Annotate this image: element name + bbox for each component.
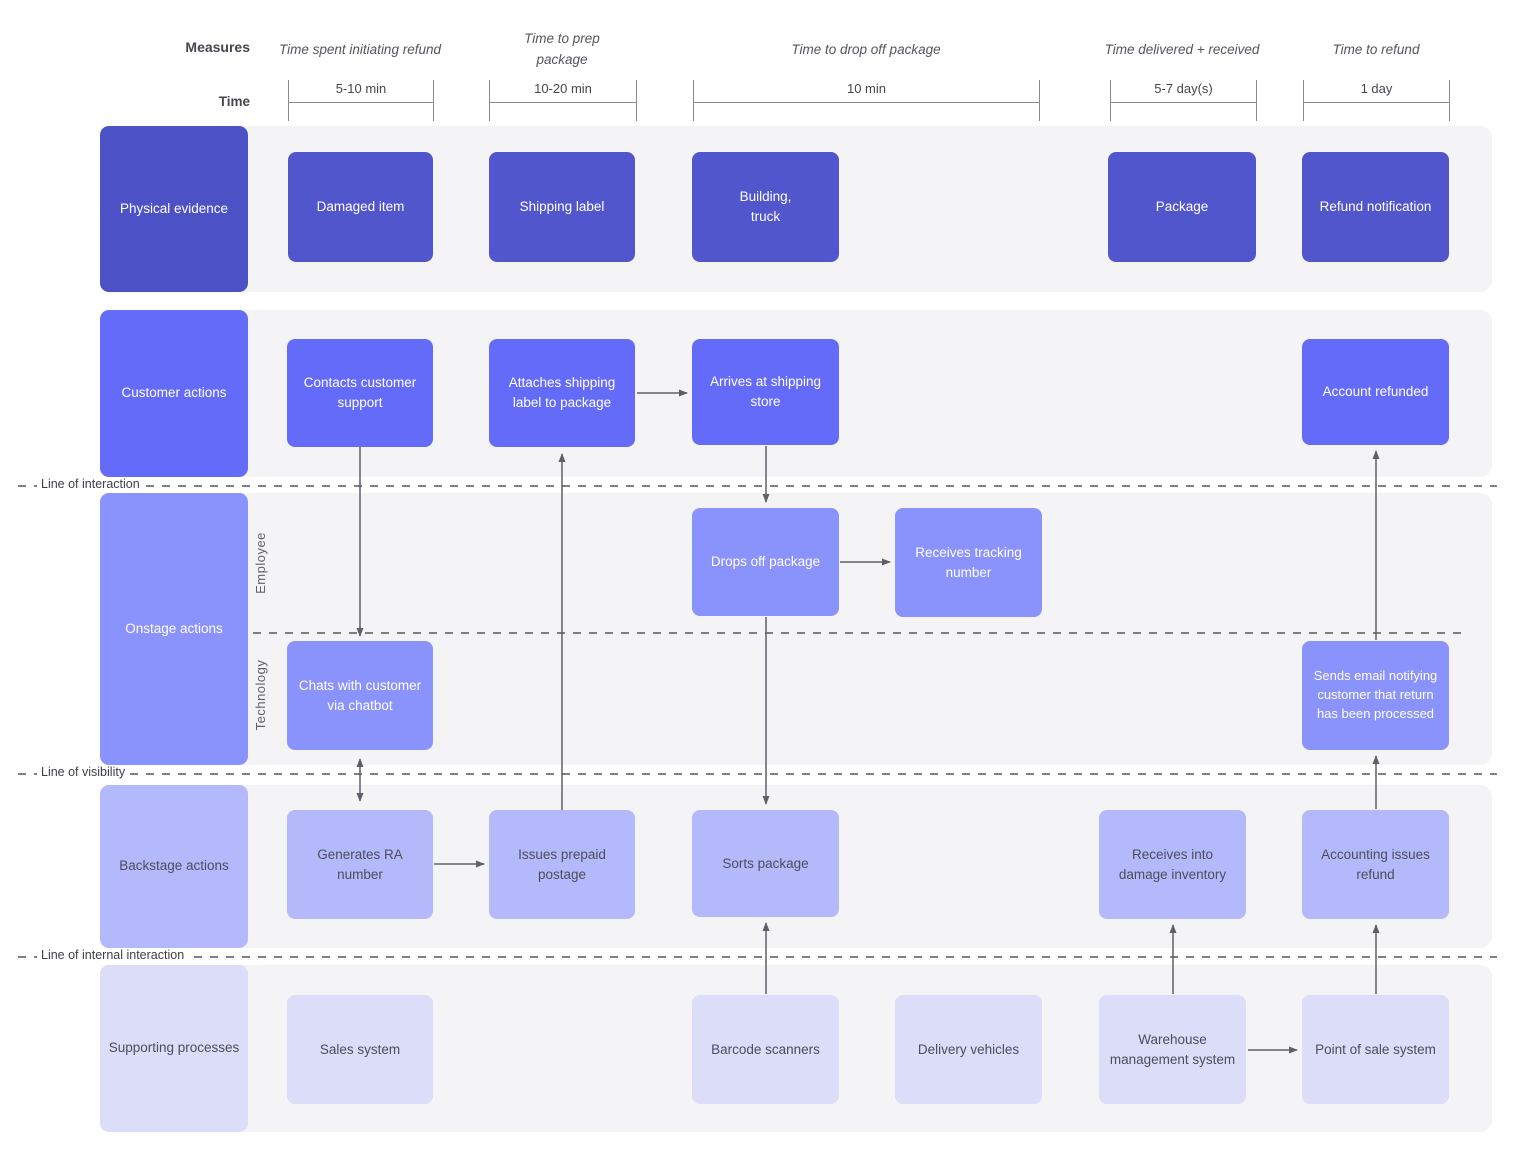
node-sends-email-return-processed[interactable]: Sends email notifying customer that retu… (1302, 641, 1449, 750)
node-accounting-issues-refund[interactable]: Accounting issues refund (1302, 810, 1449, 919)
time-label: Time (218, 94, 250, 109)
time-value-4: 5-7 day(s) (1154, 81, 1213, 96)
bracket-line (289, 102, 433, 103)
employee-technology-divider (253, 632, 1465, 634)
node-sorts-package[interactable]: Sorts package (692, 810, 839, 917)
column-title-time-to-refund: Time to refund (1332, 42, 1420, 57)
node-delivery-vehicles[interactable]: Delivery vehicles (895, 995, 1042, 1104)
lane-label-onstage-actions[interactable]: Onstage actions (100, 493, 248, 765)
column-title-drop-off-package: Time to drop off package (791, 42, 941, 57)
lane-label-supporting-processes[interactable]: Supporting processes (100, 965, 248, 1132)
measures-label: Measures (185, 39, 250, 55)
node-drops-off-package[interactable]: Drops off package (692, 508, 839, 616)
line-of-internal-interaction-label: Line of internal interaction (37, 948, 189, 962)
bracket-line (490, 102, 636, 103)
sublane-label-employee: Employee (252, 532, 268, 594)
node-barcode-scanners[interactable]: Barcode scanners (692, 995, 839, 1104)
bracket-line (1304, 102, 1449, 103)
node-arrives-at-shipping-store[interactable]: Arrives at shipping store (692, 339, 839, 445)
node-warehouse-management-system[interactable]: Warehouse management system (1099, 995, 1246, 1104)
column-title-prep-package: Time to prep package (524, 31, 600, 67)
node-account-refunded[interactable]: Account refunded (1302, 339, 1449, 445)
time-bracket-4: 5-7 day(s) (1110, 80, 1257, 121)
line-of-interaction: Line of interaction (18, 477, 1497, 491)
node-receives-into-damage-inventory[interactable]: Receives into damage inventory (1099, 810, 1246, 919)
node-attaches-shipping-label[interactable]: Attaches shipping label to package (489, 339, 635, 447)
node-sales-system[interactable]: Sales system (287, 995, 433, 1104)
bracket-line (1111, 102, 1256, 103)
column-title-initiating-refund: Time spent initiating refund (279, 42, 441, 57)
node-receives-tracking-number[interactable]: Receives tracking number (895, 508, 1042, 617)
node-package[interactable]: Package (1108, 152, 1256, 262)
node-chats-with-customer-via-chatbot[interactable]: Chats with customer via chatbot (287, 641, 433, 750)
line-of-internal-interaction: Line of internal interaction (18, 948, 1497, 962)
time-value-1: 5-10 min (335, 81, 387, 96)
node-shipping-label[interactable]: Shipping label (489, 152, 635, 262)
time-bracket-2: 10-20 min (489, 80, 637, 121)
lane-label-backstage-actions[interactable]: Backstage actions (100, 785, 248, 948)
column-title-delivered-received: Time delivered + received (1104, 42, 1260, 57)
time-bracket-3: 10 min (693, 80, 1040, 121)
time-bracket-1: 5-10 min (288, 80, 434, 121)
time-value-5: 1 day (1360, 81, 1393, 96)
time-value-3: 10 min (846, 81, 887, 96)
line-of-visibility-label: Line of visibility (37, 765, 130, 779)
time-value-2: 10-20 min (534, 81, 592, 96)
node-issues-prepaid-postage[interactable]: Issues prepaid postage (489, 810, 635, 919)
line-of-visibility: Line of visibility (18, 765, 1497, 779)
line-of-interaction-label: Line of interaction (37, 477, 144, 491)
time-bracket-5: 1 day (1303, 80, 1450, 121)
node-contacts-customer-support[interactable]: Contacts customer support (287, 339, 433, 447)
node-refund-notification[interactable]: Refund notification (1302, 152, 1449, 262)
lane-label-physical-evidence[interactable]: Physical evidence (100, 126, 248, 292)
node-point-of-sale-system[interactable]: Point of sale system (1302, 995, 1449, 1104)
node-building-truck[interactable]: Building, truck (692, 152, 839, 262)
lane-label-customer-actions[interactable]: Customer actions (100, 310, 248, 477)
node-damaged-item[interactable]: Damaged item (288, 152, 433, 262)
node-generates-ra-number[interactable]: Generates RA number (287, 810, 433, 919)
bracket-line (694, 102, 1039, 103)
sublane-label-technology: Technology (252, 659, 268, 731)
